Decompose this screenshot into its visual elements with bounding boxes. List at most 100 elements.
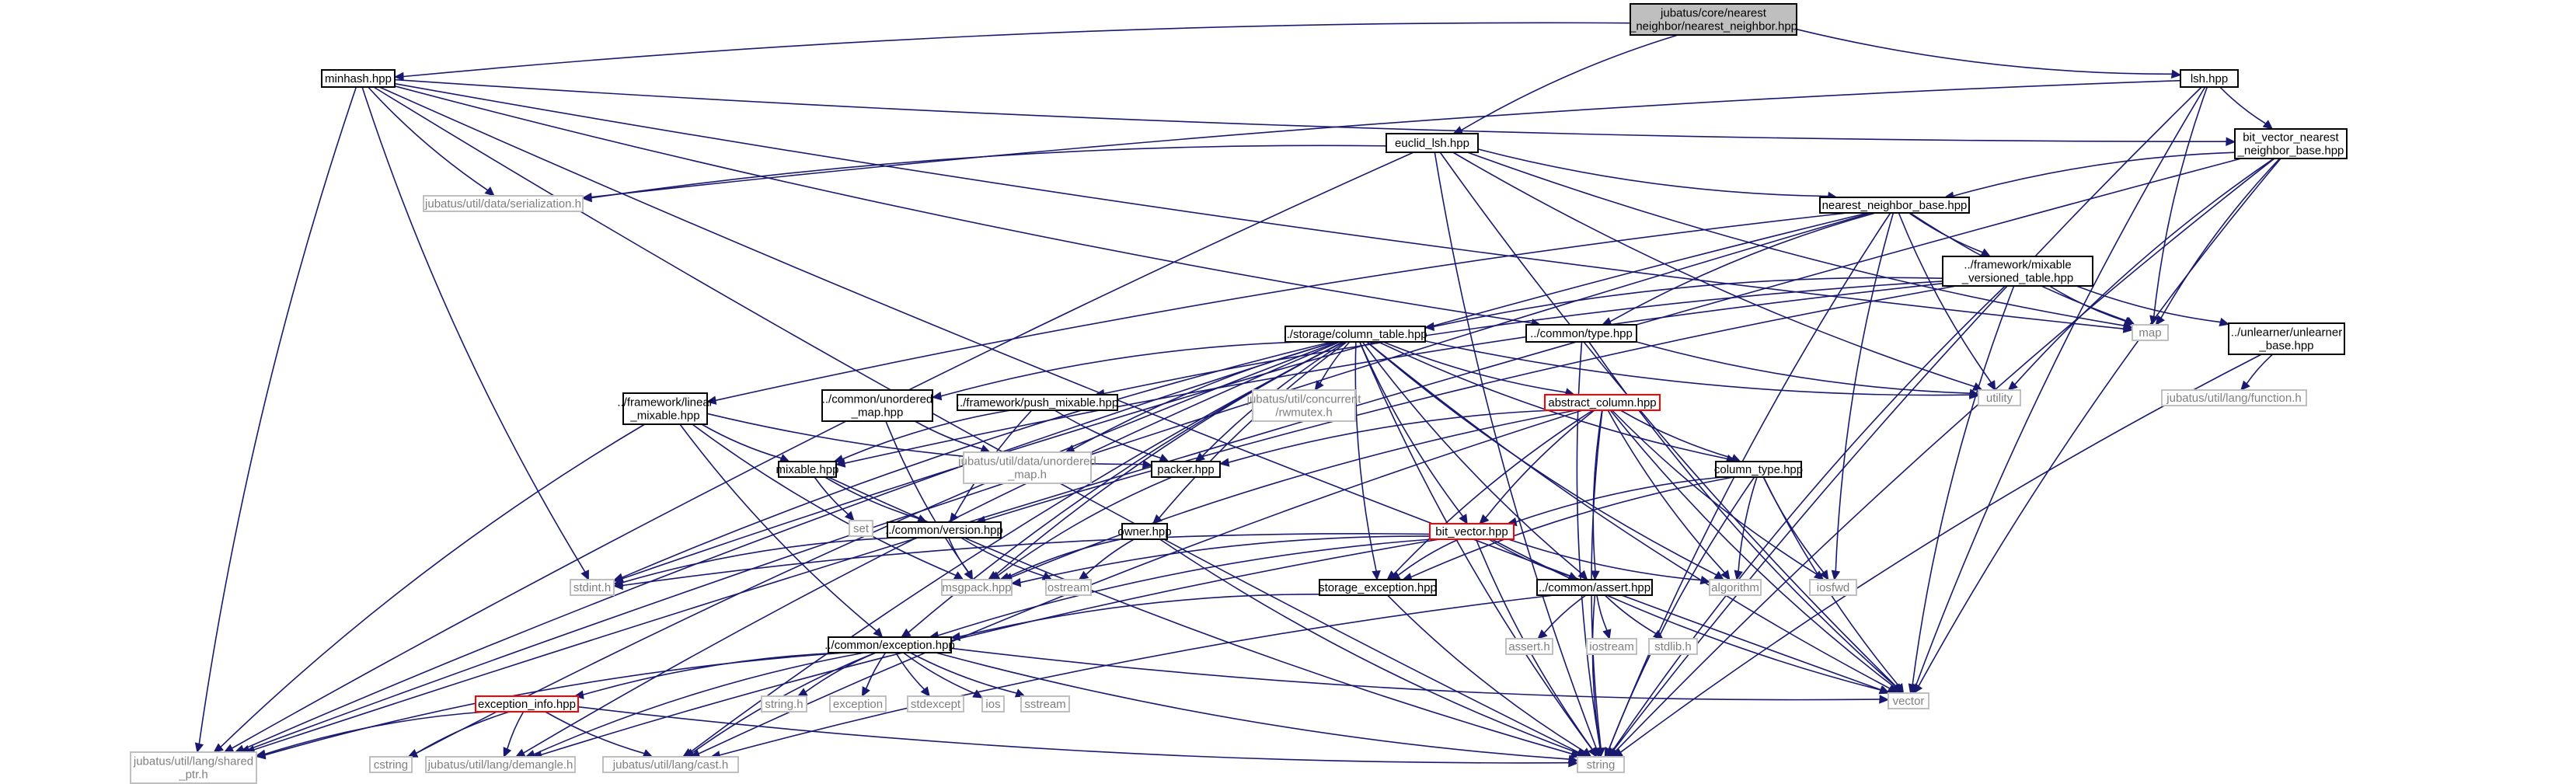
edge-assert-to-string [1591, 594, 1605, 758]
node-linear[interactable]: ../framework/linear_mixable.hpp [617, 392, 713, 425]
node-unlearner[interactable]: ../unlearner/unlearner_base.hpp [2228, 322, 2345, 355]
node-excinfo[interactable]: exception_info.hpp [475, 695, 579, 713]
edge-unlearner-to-string [1612, 354, 2262, 758]
node-box [321, 69, 396, 88]
node-typehpp[interactable]: ../common/type.hpp [1525, 324, 1637, 343]
node-label: jubatus/util/lang/demangle.h [427, 758, 573, 772]
edge-coltype-to-iosfwd [1762, 476, 1829, 581]
edge-coltable-to-utility [1424, 340, 1980, 399]
node-label: _ptr.h [178, 768, 208, 782]
node-label: ../common/type.hpp [1530, 327, 1633, 340]
node-minhash[interactable]: minhash.hpp [321, 69, 396, 88]
node-bitvector[interactable]: bit_vector.hpp [1429, 523, 1515, 540]
node-label: storage_exception.hpp [1319, 581, 1437, 594]
edge-unlearner-to-function [2240, 354, 2274, 391]
node-label: _mixable.hpp [629, 409, 699, 423]
node-box [2180, 69, 2239, 88]
node-nn[interactable]: jubatus/core/nearest_neighbor/nearest_ne… [1629, 3, 1797, 36]
edge-mvt-to-version [975, 285, 1957, 524]
edge-coltable-to-owner [1152, 341, 1347, 524]
edge-mvt-to-unlearner [2076, 285, 2230, 327]
edge-abscol-to-assert [1591, 409, 1603, 581]
edge-abscol-to-coltype [1619, 409, 1741, 462]
node-box [1819, 197, 1970, 214]
edge-exception-to-vector [950, 647, 1890, 704]
node-coltype[interactable]: column_type.hpp [1714, 461, 1803, 478]
node-box [957, 394, 1118, 411]
edge-nnb-to-linear [706, 212, 1848, 405]
node-storexc[interactable]: storage_exception.hpp [1319, 579, 1437, 596]
node-box [1045, 579, 1092, 596]
node-label: ios [985, 698, 1000, 711]
edges-layer [194, 22, 2281, 768]
edge-excinfo-to-demangle [503, 711, 525, 758]
node-packer[interactable]: packer.hpp [1151, 461, 1221, 478]
edge-version-to-msgpack [947, 537, 973, 581]
node-box [1536, 579, 1653, 596]
edge-coltype-to-string [1604, 476, 1755, 758]
edge-euclid-to-string [1434, 152, 1601, 758]
edge-nn-to-euclid [1452, 34, 1678, 134]
node-box [1577, 756, 1625, 773]
node-assert[interactable]: ../common/assert.hpp [1536, 579, 1653, 596]
node-box [423, 195, 584, 212]
edge-bitvector-to-msgpack [1010, 535, 1431, 587]
node-nnb[interactable]: nearest_neighbor_base.hpp [1819, 197, 1970, 214]
node-label: exception [833, 698, 883, 711]
edge-coltable-to-umap [931, 341, 1304, 401]
node-vector: vector [1888, 692, 1929, 709]
node-label: ../common/assert.hpp [1539, 581, 1651, 594]
edge-assert-to-iostream [1596, 594, 1612, 640]
node-box [1586, 638, 1637, 655]
node-cstring: cstring [369, 756, 413, 773]
edge-bvnnb-to-sharedptr [245, 158, 2242, 754]
edge-owner-to-ostream [1078, 538, 1135, 580]
node-box [778, 461, 837, 478]
node-asserth: assert.h [1505, 638, 1553, 655]
edge-typehpp-to-utility [1636, 341, 1980, 398]
node-msgpack: msgpack.hpp [941, 579, 1013, 596]
node-label: jubatus/util/concurrent [1246, 393, 1362, 406]
node-label: jubatus/core/nearest [1660, 7, 1767, 20]
node-mvt[interactable]: ../framework/mixable_versioned_table.hpp [1942, 256, 2093, 287]
node-box [1942, 256, 2093, 287]
node-label: ../common/exception.hpp [824, 639, 955, 652]
node-label: bit_vector_nearest [2243, 131, 2339, 145]
edge-mvt-to-mixable [835, 283, 1943, 468]
edge-abscol-to-packer [1218, 409, 1554, 467]
edge-coltype-to-algorithm [1734, 476, 1758, 581]
node-box [1319, 579, 1437, 596]
node-version[interactable]: ../common/version.hpp [885, 521, 1003, 538]
node-box [2161, 389, 2307, 406]
node-label: _base.hpp [2258, 340, 2313, 353]
node-bvnnb[interactable]: bit_vector_nearest_neighbor_base.hpp [2234, 128, 2348, 159]
node-iostream: iostream [1586, 638, 1637, 655]
node-label: jubatus/util/lang/function.h [2166, 392, 2301, 405]
node-euclid[interactable]: euclid_lsh.hpp [1386, 133, 1479, 153]
node-label: iostream [1589, 640, 1634, 653]
edge-coltable-to-storexc [1354, 341, 1381, 581]
node-label: _neighbor/nearest_neighbor.hpp [1629, 20, 1797, 33]
node-box [1252, 389, 1356, 422]
node-coltable[interactable]: ../storage/column_table.hpp [1283, 326, 1427, 343]
edge-linear-to-sharedptr [213, 423, 646, 753]
edge-coltable-to-assert [1361, 341, 1588, 580]
node-exception[interactable]: ../common/exception.hpp [824, 636, 955, 653]
node-label: lsh.hpp [2191, 72, 2228, 85]
node-box [821, 389, 933, 422]
node-umap[interactable]: ../common/unordered_map.hpp [821, 389, 933, 422]
node-owner[interactable]: owner.hpp [1117, 523, 1172, 540]
node-mixable[interactable]: mixable.hpp [776, 461, 839, 478]
edge-storexc-to-string [1387, 594, 1592, 758]
node-label: stdexcept [911, 698, 961, 711]
edge-bvnnb-to-utility [2007, 158, 2274, 391]
node-lsh[interactable]: lsh.hpp [2180, 69, 2239, 88]
edge-bvnnb-to-map [2155, 158, 2281, 326]
node-pushmix[interactable]: ../framework/push_mixable.hpp [957, 394, 1118, 411]
edge-coltable-to-algorithm [1366, 341, 1725, 580]
edge-bitvector-to-algorithm [1508, 538, 1711, 585]
node-abscol[interactable]: abstract_column.hpp [1544, 394, 1661, 411]
node-box [570, 579, 615, 596]
node-label: ../framework/mixable [1964, 259, 2071, 272]
